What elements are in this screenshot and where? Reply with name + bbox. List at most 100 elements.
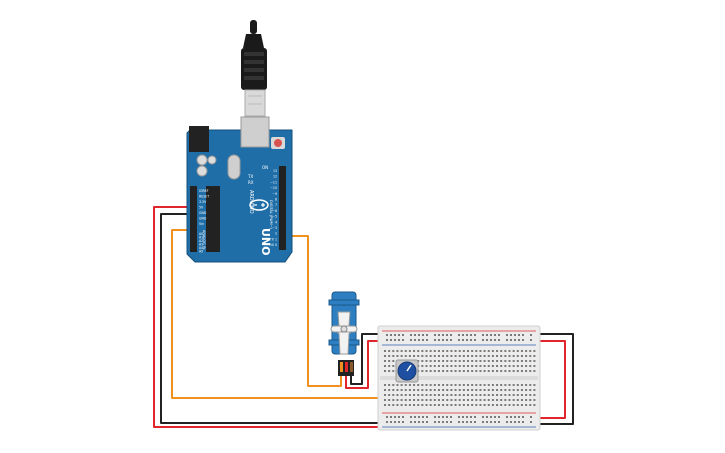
breadboard-hole[interactable] [516, 355, 519, 357]
breadboard-hole[interactable] [516, 399, 519, 401]
breadboard-hole[interactable] [402, 421, 404, 423]
breadboard-hole[interactable] [518, 416, 520, 418]
breadboard-hole[interactable] [533, 370, 536, 372]
breadboard-hole[interactable] [421, 394, 424, 396]
breadboard-hole[interactable] [494, 421, 496, 423]
breadboard-hole[interactable] [429, 350, 432, 352]
breadboard-hole[interactable] [458, 360, 461, 362]
breadboard-hole[interactable] [413, 350, 416, 352]
breadboard-hole[interactable] [462, 355, 465, 357]
breadboard-hole[interactable] [479, 370, 482, 372]
breadboard-hole[interactable] [437, 370, 440, 372]
breadboard-hole[interactable] [479, 394, 482, 396]
breadboard-hole[interactable] [462, 404, 465, 406]
breadboard-hole[interactable] [533, 360, 536, 362]
breadboard-hole[interactable] [483, 370, 486, 372]
breadboard-hole[interactable] [462, 384, 465, 386]
breadboard-hole[interactable] [514, 334, 516, 336]
breadboard-hole[interactable] [433, 389, 436, 391]
breadboard-hole[interactable] [408, 355, 411, 357]
breadboard-hole[interactable] [529, 370, 532, 372]
breadboard-hole[interactable] [396, 355, 399, 357]
breadboard-hole[interactable] [425, 394, 428, 396]
breadboard-hole[interactable] [470, 334, 472, 336]
breadboard-hole[interactable] [483, 399, 486, 401]
breadboard-hole[interactable] [446, 399, 449, 401]
breadboard-hole[interactable] [494, 416, 496, 418]
breadboard-hole[interactable] [462, 389, 465, 391]
breadboard-hole[interactable] [394, 339, 396, 341]
breadboard-hole[interactable] [386, 421, 388, 423]
breadboard-hole[interactable] [454, 355, 457, 357]
breadboard-hole[interactable] [437, 404, 440, 406]
breadboard-hole[interactable] [522, 416, 524, 418]
breadboard-hole[interactable] [422, 416, 424, 418]
breadboard-hole[interactable] [384, 384, 386, 386]
breadboard-hole[interactable] [458, 350, 461, 352]
breadboard-hole[interactable] [422, 339, 424, 341]
breadboard-hole[interactable] [410, 416, 412, 418]
breadboard-hole[interactable] [454, 350, 457, 352]
breadboard-hole[interactable] [437, 350, 440, 352]
breadboard-hole[interactable] [384, 399, 386, 401]
breadboard-hole[interactable] [437, 384, 440, 386]
breadboard-hole[interactable] [429, 394, 432, 396]
breadboard-hole[interactable] [392, 360, 395, 362]
breadboard-hole[interactable] [529, 384, 532, 386]
breadboard-hole[interactable] [482, 339, 484, 341]
breadboard-hole[interactable] [450, 399, 453, 401]
breadboard-hole[interactable] [384, 394, 386, 396]
breadboard-hole[interactable] [462, 394, 465, 396]
breadboard-hole[interactable] [396, 399, 399, 401]
breadboard-hole[interactable] [504, 360, 507, 362]
breadboard-hole[interactable] [458, 334, 460, 336]
breadboard-hole[interactable] [402, 416, 404, 418]
breadboard-hole[interactable] [398, 334, 400, 336]
breadboard-hole[interactable] [466, 416, 468, 418]
breadboard-hole[interactable] [500, 389, 503, 391]
breadboard-hole[interactable] [487, 350, 490, 352]
breadboard-hole[interactable] [422, 334, 424, 336]
breadboard-hole[interactable] [533, 365, 536, 367]
breadboard-hole[interactable] [520, 389, 523, 391]
breadboard-hole[interactable] [475, 389, 478, 391]
breadboard-hole[interactable] [518, 339, 520, 341]
breadboard-hole[interactable] [474, 339, 476, 341]
breadboard-hole[interactable] [533, 384, 536, 386]
breadboard-hole[interactable] [479, 350, 482, 352]
breadboard-hole[interactable] [530, 334, 532, 336]
breadboard-hole[interactable] [404, 389, 407, 391]
breadboard-hole[interactable] [425, 365, 428, 367]
breadboard-hole[interactable] [446, 339, 448, 341]
breadboard-hole[interactable] [510, 416, 512, 418]
breadboard-hole[interactable] [494, 334, 496, 336]
breadboard-hole[interactable] [525, 355, 528, 357]
breadboard-hole[interactable] [446, 384, 449, 386]
breadboard-hole[interactable] [500, 350, 503, 352]
breadboard-hole[interactable] [421, 404, 424, 406]
breadboard-hole[interactable] [425, 399, 428, 401]
breadboard-hole[interactable] [413, 404, 416, 406]
breadboard-hole[interactable] [408, 404, 411, 406]
breadboard-hole[interactable] [471, 365, 474, 367]
breadboard-hole[interactable] [529, 355, 532, 357]
breadboard-hole[interactable] [487, 384, 490, 386]
breadboard-hole[interactable] [487, 394, 490, 396]
breadboard-hole[interactable] [446, 370, 449, 372]
breadboard-hole[interactable] [491, 394, 494, 396]
breadboard-hole[interactable] [520, 360, 523, 362]
breadboard-hole[interactable] [388, 399, 391, 401]
breadboard-hole[interactable] [390, 334, 392, 336]
breadboard-hole[interactable] [450, 355, 453, 357]
breadboard-hole[interactable] [508, 404, 511, 406]
breadboard-hole[interactable] [388, 355, 391, 357]
breadboard-hole[interactable] [425, 384, 428, 386]
breadboard-hole[interactable] [392, 389, 395, 391]
breadboard-hole[interactable] [433, 394, 436, 396]
wire-red-rail-right[interactable] [533, 340, 566, 419]
breadboard-hole[interactable] [474, 416, 476, 418]
breadboard-hole[interactable] [454, 399, 457, 401]
breadboard-hole[interactable] [496, 365, 499, 367]
breadboard-hole[interactable] [418, 421, 420, 423]
breadboard-hole[interactable] [392, 399, 395, 401]
